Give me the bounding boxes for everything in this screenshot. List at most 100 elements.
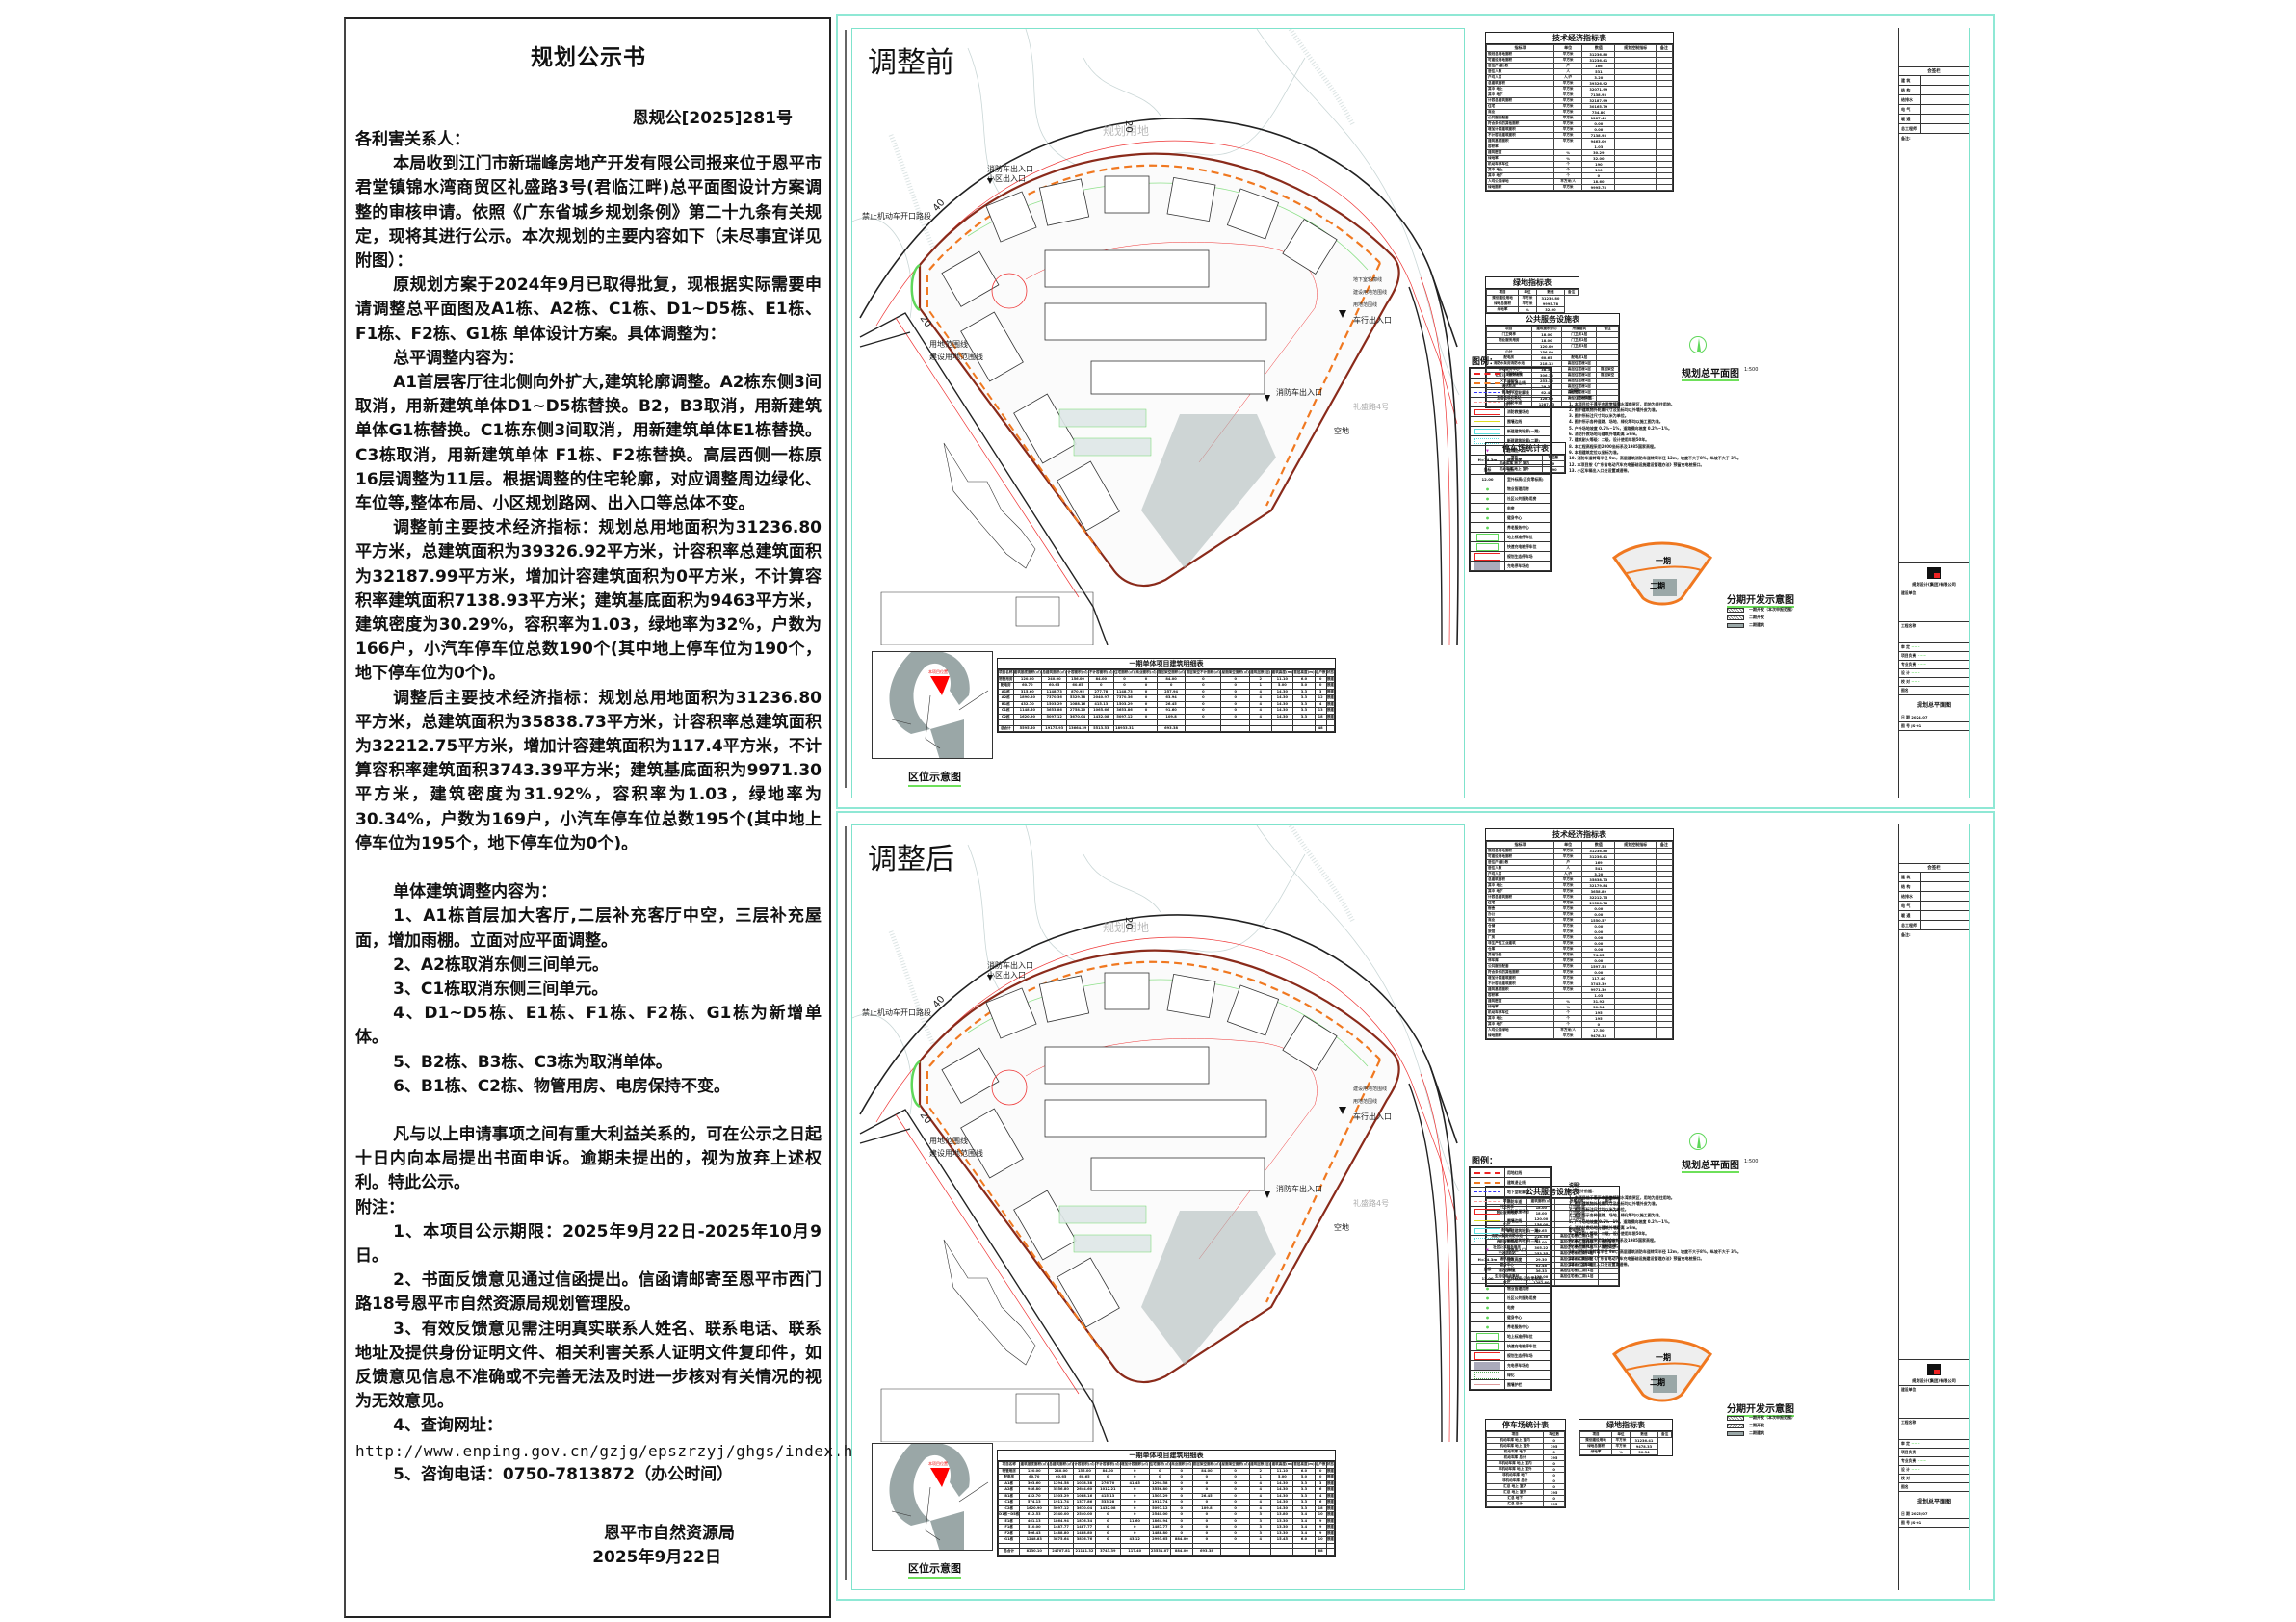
land-line-label: 用地范围线 [1353,301,1377,308]
svg-text:二期: 二期 [1650,1377,1665,1387]
legend-item: ●社区公共服务用房 [1470,1293,1551,1303]
single-item: 4、D1~D5栋、E1栋、F1栋、F2栋、G1栋为新增单体。 [355,1004,822,1048]
legend-item: 围墙护栏 [1470,1379,1551,1390]
note-requirements: 3、有效反馈意见需注明真实联系人姓名、联系电话、联系地址及提供身份证明文件、相关… [355,1319,822,1412]
legend-item: ●健身中心 [1470,512,1551,523]
plan-title: 规划总平面图 [1682,365,1739,381]
project-location-marker [930,1468,950,1487]
notes-heading: 附注： [355,1197,404,1217]
location-map-label: 区位示意图 [908,1560,961,1579]
phase-title: 分期开发示意图 [1727,1400,1794,1417]
vacant-land-label: 空地 [1334,426,1349,435]
single-item: 5、B2栋、B3栋、C3栋为取消单体。 [393,1052,672,1072]
drawing-bottom-area: 本项目位置 区位示意图 一期单体项目建筑明细表 项目名称建筑基底面积(㎡)总建筑… [852,634,1464,798]
planned-land-label: 规划用地 [1103,123,1149,138]
legend-item: 坐标坐标 [1470,1264,1551,1274]
planning-notice: 规划公示书 恩规公[2025]281号 各利害关系人： 本局收到江门市新瑞峰房地… [344,17,899,1618]
vacant-land-label: 空地 [1334,1222,1349,1232]
legend-item: 用地红线 [1470,368,1551,379]
objection-paragraph: 凡与以上申请事项之间有重大利益关系的，可在公示之日起十日内向本局提出书面申诉。逾… [355,1124,822,1193]
drawing-bottom-area: 本项目位置 区位示意图 一期单体项目建筑明细表 项目名称建筑基底面积(㎡)总建筑… [852,1426,1464,1589]
drawing-name: 规划总平面图 [1916,702,1951,709]
legend-item: 消防救援场地 [1470,406,1551,417]
company-name: 规划设计(集团)有限公司 [1899,581,1969,589]
legend-item: 新建建筑轮廓(二期) [1470,435,1551,446]
construction-line-label: 建设用地范围线 [1353,289,1387,296]
title-block: 会签栏 建 筑结 构给排水电 气暖 通总工程师 备注: 规划设计(集团)有限公司… [1898,28,1970,798]
building-detail-table: 一期单体项目建筑明细表 项目名称建筑基底面积(㎡)总建筑面积(㎡)计容面积(㎡)… [997,658,1336,734]
road-width-left: 40 [931,994,948,1010]
svg-text:本项目位置: 本项目位置 [928,668,948,674]
design-notes: 说明： 一、设计依据：1. 本项目位于恩平市君堂镇锦水湾商贸区，用地为居住用地。… [1569,1183,1741,1267]
land-boundary-label: 用地范围线 [929,339,968,349]
note-phone: 5、咨询电话：0750-7813872（办公时间） [393,1464,734,1484]
legend-item: 建筑退让线 [1470,1177,1551,1188]
hatched-slope [888,29,1356,262]
drawing-date: 2024.07 [1911,715,1928,719]
drawing-name: 规划总平面图 [1916,1499,1951,1505]
phase-diagram: 一期 二期 [1611,1338,1713,1402]
design-notes: 说明： 一、设计依据：1. 本项目位于恩平市君堂镇锦水湾商贸区，用地为居住用地。… [1569,389,1741,473]
document-number: 恩规公[2025]281号 [632,109,793,128]
legend-item: 新建建筑轮廓(一期) [1470,1225,1551,1236]
notice-title: 规划公示书 [531,45,646,70]
legend-item: ●养老服务中心 [1470,522,1551,533]
single-item: 3、C1栋取消东侧三间单元。 [393,979,609,999]
company-logo [1927,1364,1941,1375]
legend-item: 地下室轮廓线 [1470,1187,1551,1197]
legend-item: 坐标坐标 [1470,464,1551,475]
sheet-title: 调整后 [868,843,954,876]
phase-legend: 一期开发（本次申报范围） 二期开发 二期建筑 [1727,1414,1795,1437]
phase-legend: 一期开发（本次申报范围） 二期开发 二期建筑 [1727,606,1795,629]
signature-block: 恩平市自然资源局 2025年9月22日 [355,1522,822,1570]
plan-scale: 1:500 [1744,1159,1759,1164]
basement-line-label: 地下室轮廓线 [1353,276,1382,283]
legend-item: 绿化 [1470,1370,1551,1380]
legend-item: ●物业管理用房 [1470,484,1551,494]
land-line-label: 用地范围线 [1353,1098,1377,1105]
legend-item: 规划生态停车场 [1470,551,1551,562]
hatched-slope [888,825,1356,1059]
single-item: 6、B1栋、C2栋、物管用房、电房保持不变。 [393,1076,731,1096]
road-width-top: 20 [1123,120,1134,133]
legend-table: 图例： 用地红线建筑退让线地下室轮廓线消防车道消防救援场地围墙边线新建建筑轮廓(… [1469,1157,1552,1391]
svg-text:一期: 一期 [1656,1352,1671,1362]
before-indicators: 调整前主要技术经济指标：规划总用地面积为31236.80平方米，总建筑面积为39… [355,518,822,684]
phase-diagram: 一期 二期 [1611,541,1713,606]
legend-item: 快速充电桩停车位 [1470,1341,1551,1351]
neighbor-plot-label: 礼盛路4号 [1353,402,1389,411]
legend-item: 充电停车场地 [1470,561,1551,571]
neighbor-plot-label: 礼盛路4号 [1353,1198,1389,1208]
buildings [941,175,1338,532]
fire-entrance-label: 消防车出入口 [987,164,1033,173]
location-map: 本项目位置 [872,651,993,759]
vertical-note-strip [840,30,851,788]
drawing-date: 2025/07 [1911,1511,1928,1516]
sheet-number: JS-01 [1911,723,1922,728]
legend-title: 图例： [1472,357,1499,367]
intro-paragraph: 本局收到江门市新瑞峰房地产开发有限公司报来位于恩平市君堂镇锦水湾商贸区礼盛路3号… [355,154,822,272]
legend-table: 图例： 用地红线建筑退让线地下室轮廓线消防车道消防救援场地围墙边线新建建筑轮廓(… [1469,357,1552,572]
query-url-link[interactable]: http://www.enping.gov.cn/gzjg/epszrzyj/g… [355,1441,899,1460]
sheet-after: 调整后 [836,811,1995,1601]
legend-item: 围墙边线 [1470,1216,1551,1226]
building-table-title: 一期单体项目建筑明细表 [998,1451,1335,1461]
note-period: 1、本项目公示期限：2025年9月22日-2025年10月9日。 [355,1221,822,1266]
location-map-label: 区位示意图 [908,769,961,787]
plan-title: 规划总平面图 [1682,1157,1739,1173]
building-table-title: 一期单体项目建筑明细表 [998,659,1335,669]
after-indicators: 调整后主要技术经济指标：规划总用地面积为31236.80平方米，总建筑面积为35… [355,688,822,853]
vehicle-entrance-label: 车行出入口 [1353,315,1392,325]
legend-item: ●物业管理用房 [1470,1283,1551,1294]
signature-org: 恩平市自然资源局 [604,1523,735,1543]
phase-title: 分期开发示意图 [1727,591,1794,608]
phase2-hatched [1141,414,1276,568]
site-plan-drawing: 调整前 [851,28,1465,798]
north-arrow-icon [1689,336,1707,353]
